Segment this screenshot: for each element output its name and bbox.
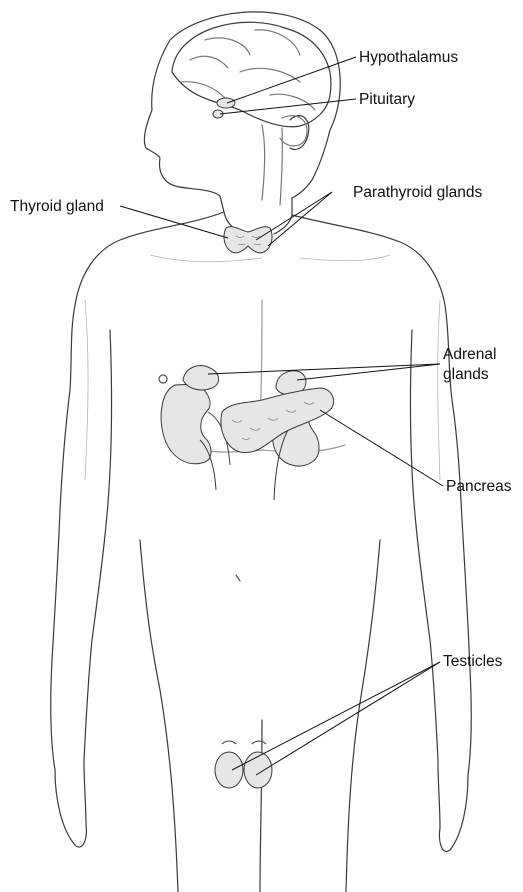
leader-pituitary <box>220 99 356 114</box>
label-adrenal-glands: Adrenal glands <box>443 345 503 385</box>
leader-parathyroid-2 <box>268 192 332 246</box>
head-outline <box>144 12 340 215</box>
leader-parathyroid-1 <box>256 192 332 240</box>
brainstem <box>262 125 282 205</box>
leader-testicles-1 <box>232 662 440 770</box>
label-hypothalamus: Hypothalamus <box>359 48 458 67</box>
cerebellum <box>280 116 307 146</box>
leader-testicles-2 <box>256 662 440 775</box>
leader-adrenal-2 <box>297 364 440 380</box>
thyroid-organ <box>224 227 272 253</box>
label-testicles: Testicles <box>443 652 502 671</box>
right-hand <box>438 760 468 851</box>
label-parathyroid-glands: Parathyroid glands <box>353 183 482 202</box>
legs-outline <box>160 690 362 892</box>
hip-outline <box>140 540 380 690</box>
navel <box>236 575 240 581</box>
leader-adrenal-1 <box>208 364 440 374</box>
left-kidney <box>161 384 230 490</box>
label-pituitary: Pituitary <box>359 90 415 109</box>
torso-outline <box>51 212 472 775</box>
left-hand <box>55 760 86 847</box>
left-adrenal-gland <box>183 366 219 390</box>
hypothalamus-organ <box>217 98 235 108</box>
label-thyroid-gland: Thyroid gland <box>10 197 104 216</box>
leader-thyroid <box>120 206 228 238</box>
right-arm-inner <box>411 330 439 760</box>
label-pancreas: Pancreas <box>446 477 511 496</box>
leader-pancreas <box>320 410 443 486</box>
